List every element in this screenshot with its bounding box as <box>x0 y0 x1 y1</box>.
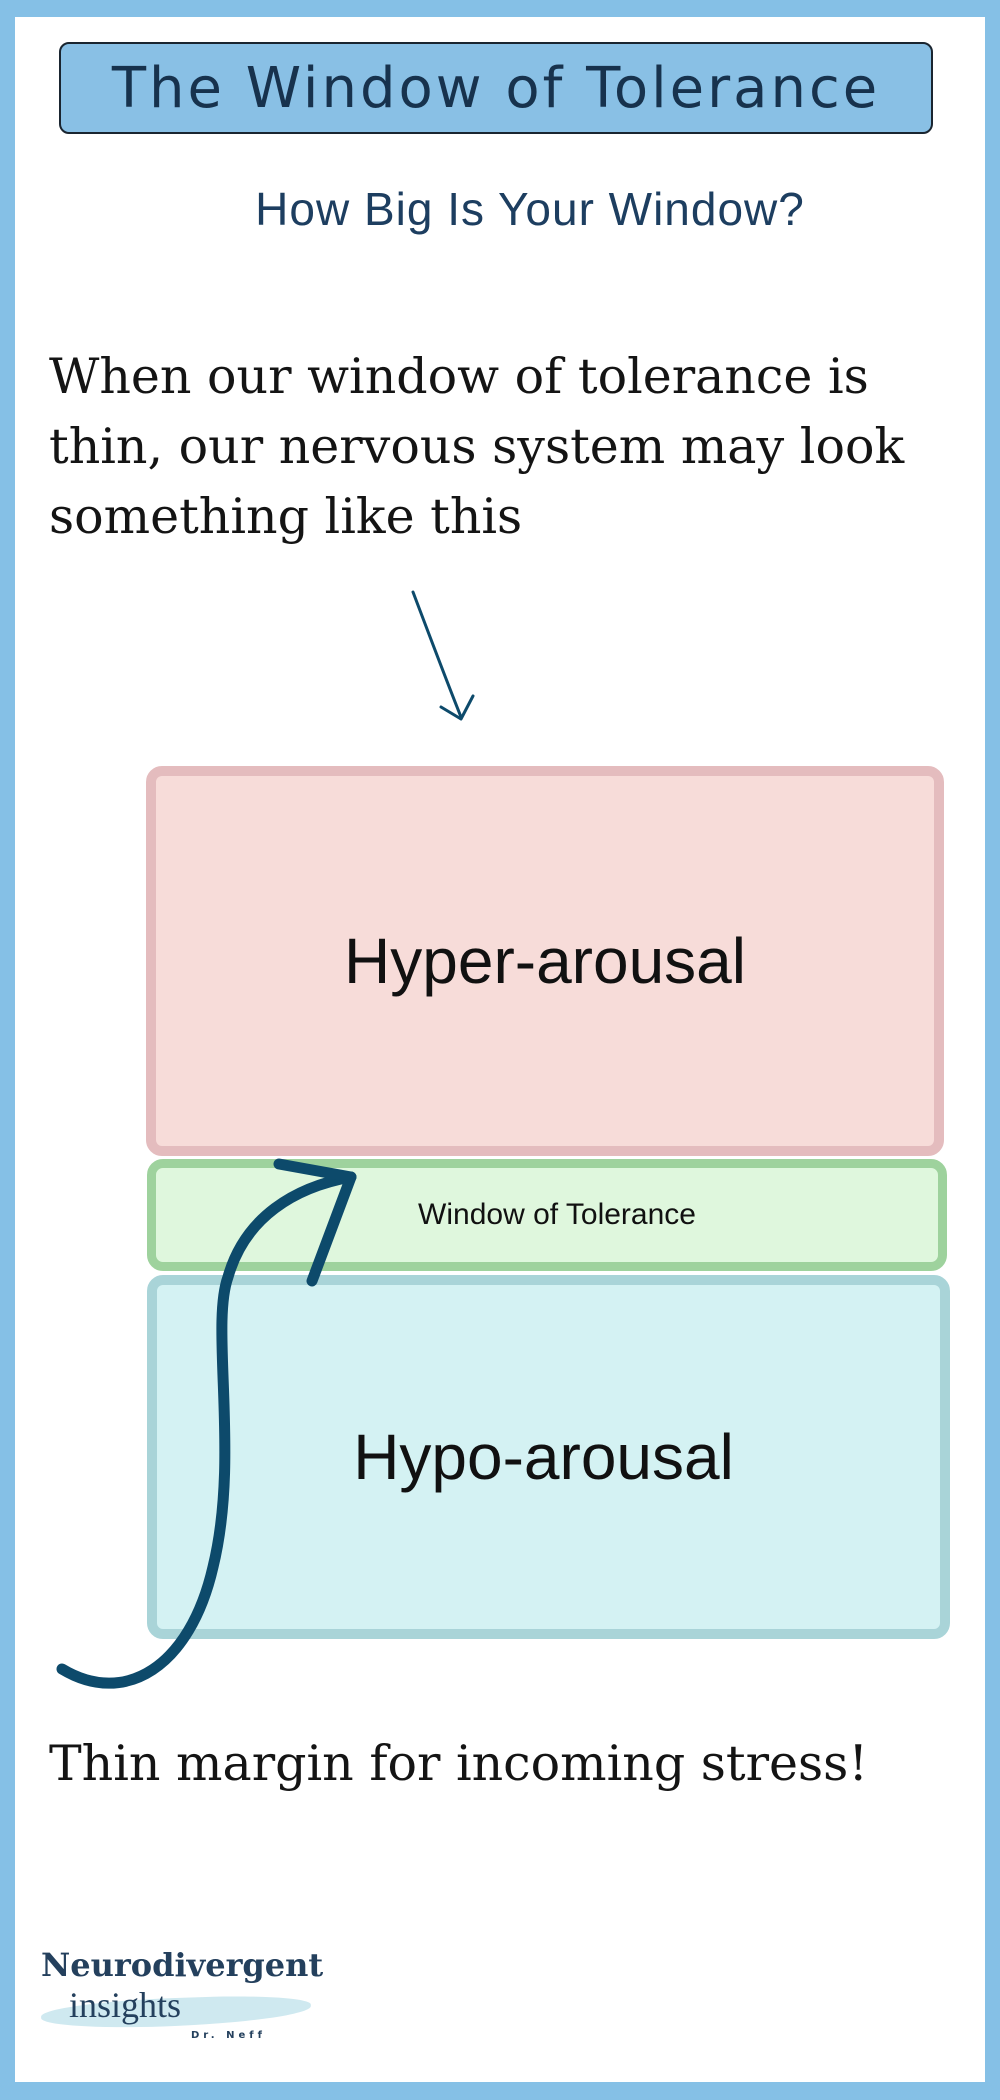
window-of-tolerance-label: Window of Tolerance <box>418 1198 696 1231</box>
hyper-arousal-zone: Hyper-arousal <box>146 766 944 1156</box>
down-arrow-head <box>439 694 475 721</box>
stress-note: Thin margin for incoming stress! <box>49 1735 869 1792</box>
window-of-tolerance-zone: Window of Tolerance <box>147 1159 947 1271</box>
logo-wordmark: Neurodivergent <box>41 1946 324 1984</box>
down-arrow-icon <box>411 590 475 721</box>
down-arrow-shaft <box>411 590 463 719</box>
intro-line: something like this <box>49 488 523 545</box>
intro-line: thin, our nervous system may look <box>49 418 905 475</box>
intro-text: When our window of tolerance is thin, ou… <box>49 342 949 552</box>
brand-logo: Neurodivergent insights Dr. Neff <box>31 1942 331 2052</box>
page-title: The Window of Tolerance <box>111 55 881 121</box>
title-banner: The Window of Tolerance <box>59 42 933 134</box>
hyper-arousal-label: Hyper-arousal <box>344 925 746 997</box>
logo-author: Dr. Neff <box>191 2030 266 2041</box>
hypo-arousal-zone: Hypo-arousal <box>147 1275 950 1639</box>
logo-wordmark-sub: insights <box>69 1985 182 2025</box>
hypo-arousal-label: Hypo-arousal <box>353 1421 734 1493</box>
page-subtitle: How Big Is Your Window? <box>255 183 805 235</box>
intro-line: When our window of tolerance is <box>49 348 869 405</box>
